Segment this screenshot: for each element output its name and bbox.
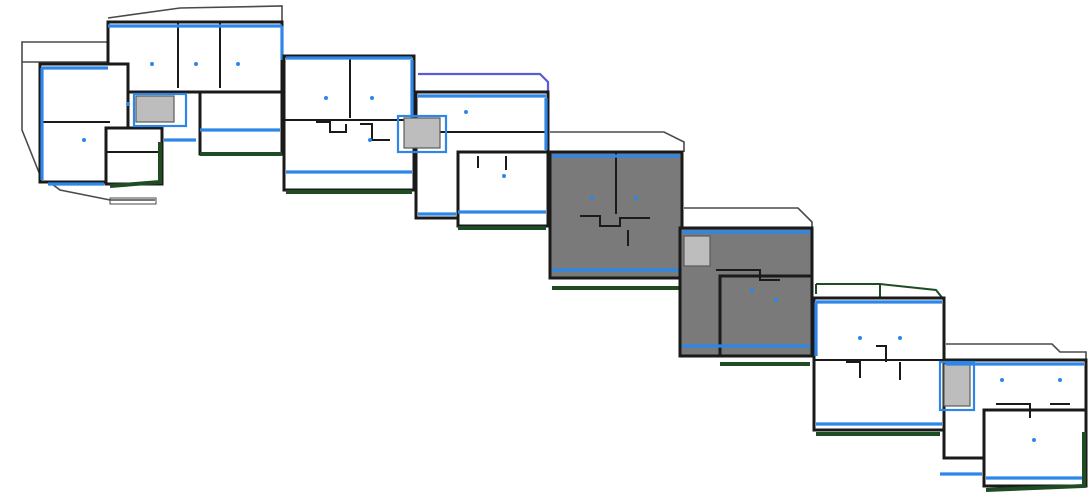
section-6-corridor-wall bbox=[846, 345, 901, 380]
room-marker bbox=[774, 298, 778, 302]
section-6-roof-line bbox=[815, 283, 945, 301]
room-marker bbox=[194, 62, 198, 66]
building-section-7 bbox=[938, 343, 1088, 492]
section-1-lower-room bbox=[104, 126, 164, 186]
section-1-green-edge bbox=[109, 142, 162, 188]
building-section-2 bbox=[282, 54, 416, 194]
room-marker bbox=[1032, 438, 1036, 442]
section-3-room-walls bbox=[477, 156, 507, 170]
section-3-stair-core bbox=[403, 117, 441, 149]
section-1-right-room bbox=[198, 90, 284, 156]
room-marker bbox=[634, 196, 638, 200]
section-5-inner-room bbox=[718, 274, 814, 358]
section-6-frame bbox=[812, 296, 946, 432]
section-1-entrance-label bbox=[109, 197, 157, 205]
building-section-4 bbox=[548, 131, 685, 290]
room-marker bbox=[236, 62, 240, 66]
section-2-corridor-wall bbox=[316, 121, 347, 133]
room-marker bbox=[858, 336, 862, 340]
section-2-corridor-wall bbox=[360, 123, 390, 141]
section-1-outline-left bbox=[21, 41, 109, 63]
section-5-stair-core bbox=[683, 235, 711, 267]
section-5-corridor-wall bbox=[716, 269, 780, 281]
room-marker bbox=[370, 96, 374, 100]
room-marker bbox=[150, 62, 154, 66]
room-marker bbox=[1000, 378, 1004, 382]
section-3-lower-room bbox=[456, 150, 550, 228]
building-section-5 bbox=[678, 207, 814, 366]
section-7-corridor-wall bbox=[996, 403, 1070, 418]
section-1-stair-core bbox=[135, 95, 175, 123]
building-section-6 bbox=[812, 283, 946, 436]
section-7-stair-core bbox=[943, 363, 971, 407]
section-1-upper-block bbox=[106, 20, 284, 94]
room-marker bbox=[82, 138, 86, 142]
section-4-corridor-wall bbox=[580, 215, 650, 227]
section-7-green-edge bbox=[985, 432, 1086, 492]
section-1-core-outline bbox=[132, 92, 188, 128]
room-marker bbox=[126, 102, 130, 106]
building-section-1 bbox=[21, 5, 284, 205]
room-marker bbox=[502, 174, 506, 178]
section-3-core-outline bbox=[396, 114, 448, 154]
room-marker bbox=[1058, 378, 1062, 382]
room-marker bbox=[898, 336, 902, 340]
room-marker bbox=[464, 110, 468, 114]
section-7-roof-line bbox=[946, 343, 1087, 366]
room-marker bbox=[324, 96, 328, 100]
room-marker bbox=[590, 196, 594, 200]
room-marker bbox=[750, 288, 754, 292]
room-marker bbox=[368, 138, 372, 142]
section-1-roof-line bbox=[107, 5, 283, 24]
building-section-3 bbox=[396, 72, 550, 230]
section-4-roof-line bbox=[550, 131, 685, 152]
section-7-core-outline bbox=[938, 360, 976, 412]
section-3-roof-line bbox=[418, 72, 550, 96]
section-7-lower-room bbox=[982, 408, 1088, 488]
